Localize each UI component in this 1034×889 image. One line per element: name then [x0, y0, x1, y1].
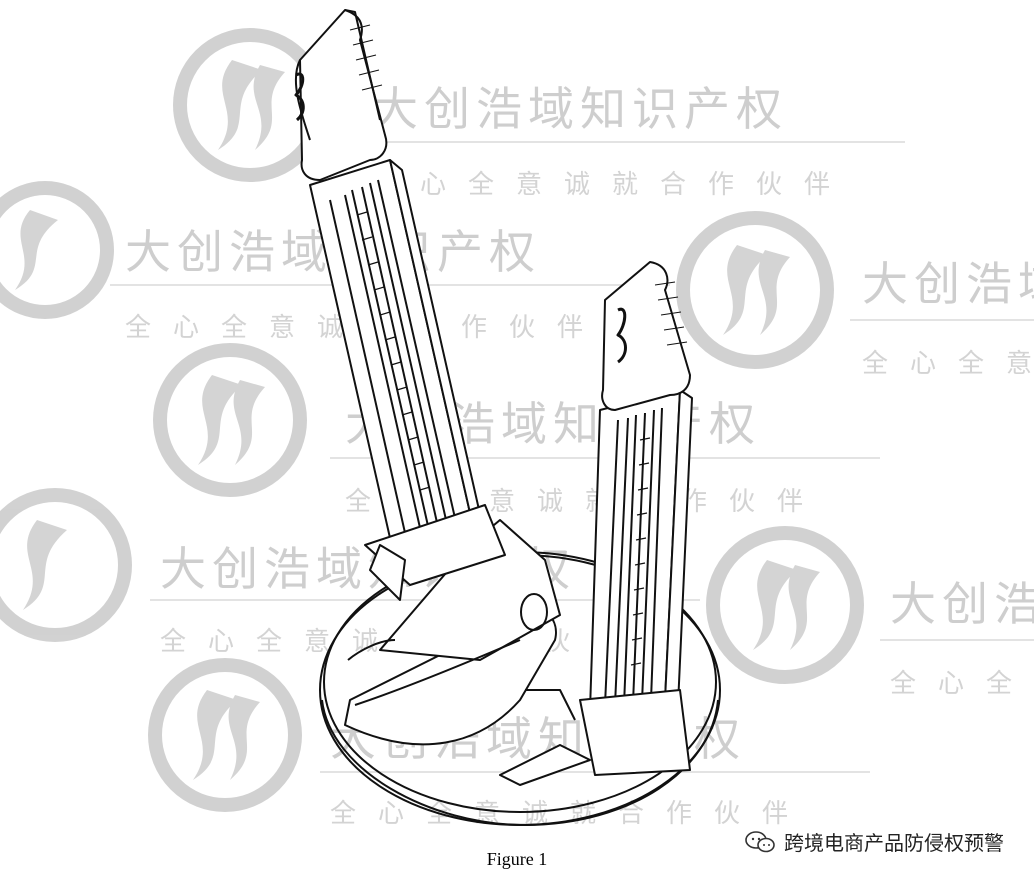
watermark-logo-icon [0, 28, 864, 812]
watermark-logo-swirl [15, 60, 820, 780]
source-badge: 跨境电商产品防侵权预警 [744, 827, 1004, 856]
watermark-text: 大创浩域知识产权 [890, 577, 1034, 631]
patent-drawing [294, 9, 721, 826]
watermark-subtext: 全心全意诚就合作伙伴 [330, 799, 810, 829]
watermark-layer: 大创浩域知识产权 全心全意诚就合作伙伴 大创浩域知识产权 全心全意诚就合作伙伴 … [0, 28, 1034, 829]
left-post [294, 9, 506, 601]
watermark-text: 大创浩域知识产权 [372, 82, 788, 136]
watermark-text: 大创浩域知识产权 [862, 257, 1034, 311]
lever-arm [344, 519, 561, 746]
wechat-chat-bubble-icon [745, 830, 775, 852]
watermark-subtext: 全心全意诚就合作伙伴 [372, 170, 852, 200]
watermark-subtext: 全心全意诚就合作伙伴 [890, 669, 1034, 699]
watermark-subtext: 全心全意诚就合作伙伴 [862, 349, 1034, 379]
source-badge-label: 跨境电商产品防侵权预警 [784, 831, 1004, 855]
right-post [499, 261, 693, 786]
figure-caption: Figure 1 [486, 849, 548, 869]
